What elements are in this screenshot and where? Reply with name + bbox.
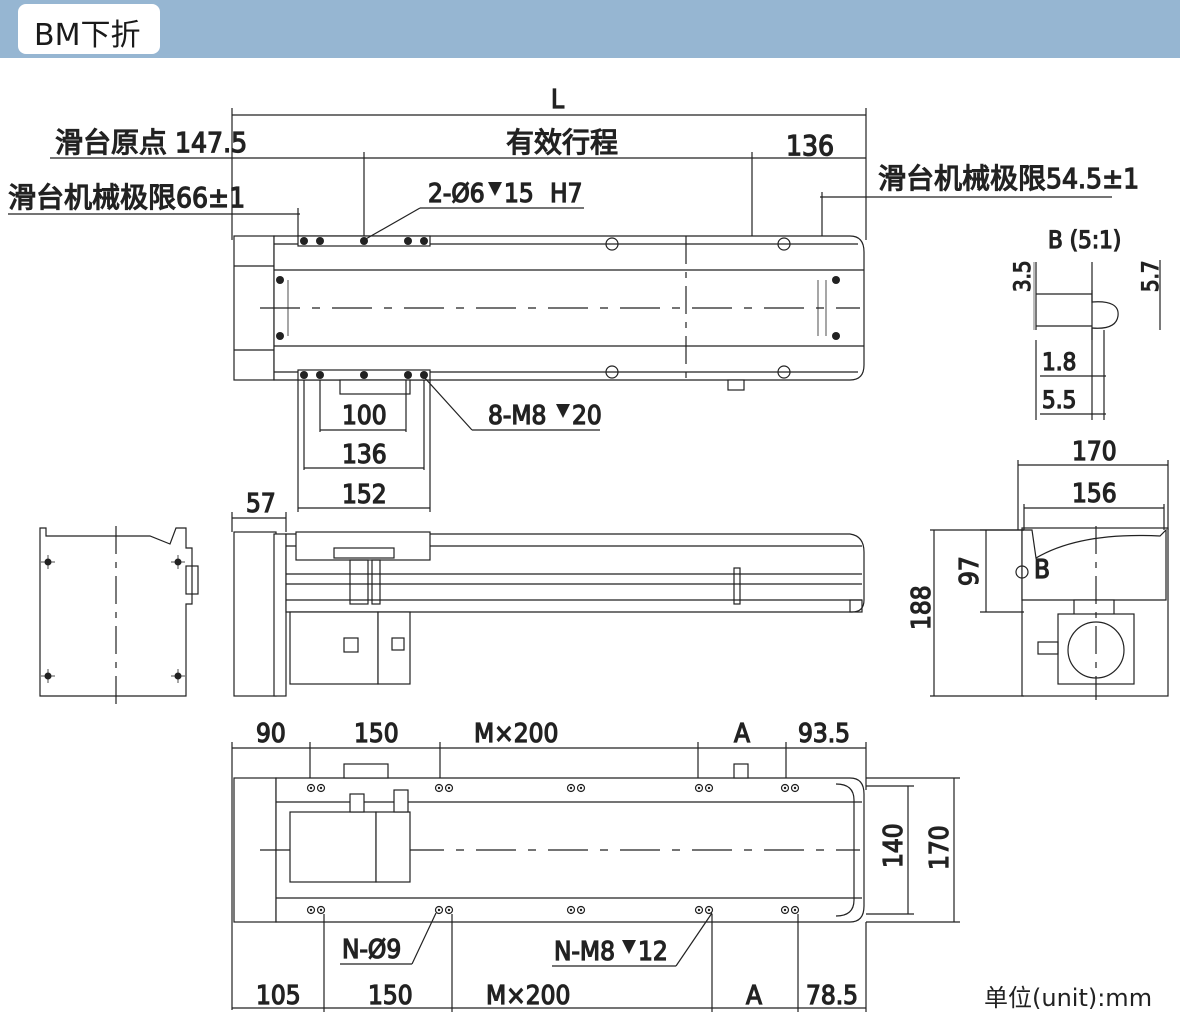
dim-170-end: 170: [1072, 437, 1117, 467]
hole-nm8-label: N-M8: [554, 937, 615, 967]
hole-nm8-depth: 12: [638, 937, 668, 967]
tap-holes-depth: 20: [572, 401, 602, 431]
header-bar: BM下折: [0, 0, 1180, 58]
dim-170-bottom: 170: [925, 825, 955, 870]
page-title: BM下折: [34, 18, 141, 53]
top-view: L 滑台原点 147.5 有效行程 136 滑台机械极限66±1 滑台机械极限5…: [7, 84, 1140, 512]
detail-b: B (5:1) 3.5 5.7 1.8 5.5: [1010, 225, 1165, 420]
pin-hole-label: 2-Ø6: [428, 179, 485, 209]
bottom-view: 90 150 M×200 A 93.5 140 170 N-Ø9 N-M8 12…: [231, 718, 960, 1012]
dim-152: 152: [342, 480, 387, 510]
dim-90: 90: [256, 719, 286, 749]
unit-label: 单位(unit):mm: [984, 984, 1153, 1012]
effective-stroke-label: 有效行程: [506, 126, 618, 159]
detail-b-title: B (5:1): [1048, 226, 1121, 254]
depth-icon: [622, 940, 636, 954]
dim-l: L: [551, 85, 564, 115]
dim-5-5: 5.5: [1042, 386, 1076, 414]
tap-holes-label: 8-M8: [488, 401, 546, 431]
dim-136: 136: [342, 440, 387, 470]
dim-1-8: 1.8: [1042, 348, 1076, 376]
dim-78-5: 78.5: [806, 981, 858, 1011]
dim-a-bottom: A: [746, 981, 762, 1011]
dim-a-top: A: [734, 719, 750, 749]
pin-hole-depth: 15: [504, 179, 534, 209]
slide-limit-right: 滑台机械极限54.5±1: [878, 162, 1139, 195]
dim-140: 140: [879, 823, 909, 868]
pin-hole-tolerance: H7: [550, 179, 582, 209]
dim-m200-bottom: M×200: [486, 981, 570, 1011]
slide-origin-label: 滑台原点 147.5: [55, 126, 247, 159]
dim-3-5: 3.5: [1011, 261, 1036, 292]
dim-93-5: 93.5: [798, 719, 850, 749]
dim-57: 57: [246, 489, 276, 519]
slide-limit-left: 滑台机械极限66±1: [8, 181, 245, 214]
header-tab: [18, 4, 160, 54]
depth-icon: [556, 404, 570, 418]
label-b: B: [1034, 555, 1050, 585]
side-view: 57: [231, 488, 865, 697]
right-end-view: 170 156 97 188 B: [906, 436, 1169, 700]
hole-n9-label: N-Ø9: [342, 935, 401, 965]
dim-150-bottom: 150: [368, 981, 413, 1011]
depth-icon: [488, 182, 502, 196]
dim-97: 97: [955, 556, 985, 586]
dim-156: 156: [1072, 479, 1117, 509]
left-end-view: [39, 526, 199, 706]
dim-100: 100: [342, 401, 387, 431]
dim-105: 105: [256, 981, 301, 1011]
dim-m200-top: M×200: [474, 719, 558, 749]
dim-5-7: 5.7: [1139, 261, 1164, 292]
dim-150-top: 150: [354, 719, 399, 749]
dim-136-top: 136: [786, 129, 834, 162]
dim-188: 188: [907, 585, 937, 630]
